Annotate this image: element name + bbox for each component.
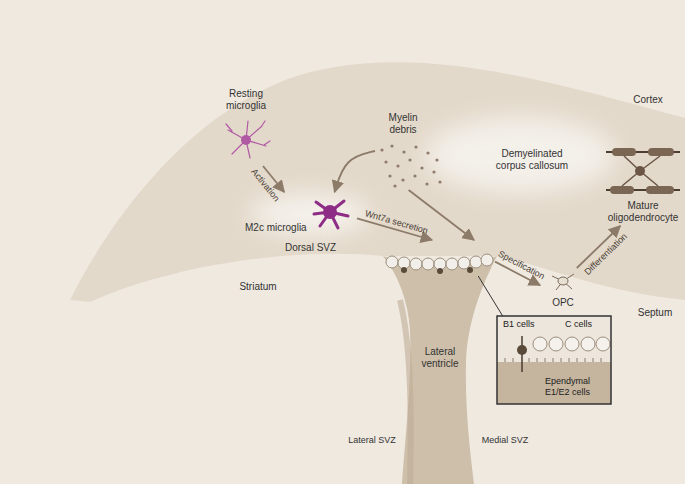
svz-cell bbox=[458, 257, 470, 269]
resting-microglia-cell bbox=[226, 121, 270, 158]
debris-dot bbox=[393, 184, 396, 187]
svz-region: Dorsal SVZ bbox=[285, 240, 495, 276]
oligodendrocyte-body bbox=[635, 166, 645, 176]
region-label: Medial SVZ bbox=[470, 434, 540, 446]
corpus-callosum-band bbox=[70, 62, 685, 302]
cell-label: Myelin debris bbox=[375, 112, 431, 136]
myelin-debris: Myelin debris bbox=[375, 112, 431, 190]
opc-cell: OPC bbox=[540, 268, 586, 311]
opc-body bbox=[558, 277, 568, 285]
svz-cell bbox=[422, 258, 434, 270]
myelin-sheath bbox=[648, 148, 674, 156]
debris-dot bbox=[388, 174, 391, 177]
ependymal-layer bbox=[497, 362, 611, 404]
m2c-microglia-cell bbox=[314, 201, 348, 228]
cilia bbox=[505, 358, 601, 362]
inset-ground bbox=[497, 316, 611, 404]
myelin-debris-dots bbox=[380, 144, 441, 187]
region-label: Striatum bbox=[223, 281, 293, 293]
microglia-process bbox=[226, 121, 270, 158]
region-label: Lateral ventricle bbox=[410, 346, 470, 370]
cell-label: M2c microglia bbox=[245, 222, 317, 234]
opc-process bbox=[552, 274, 574, 290]
region-label: Septum bbox=[625, 307, 685, 319]
debris-dot bbox=[425, 182, 428, 185]
debris-dot bbox=[414, 145, 417, 148]
debris-dot bbox=[380, 148, 383, 151]
leader-line bbox=[478, 276, 503, 316]
cell-label: Dorsal SVZ bbox=[285, 242, 355, 254]
cell-type-label: C cells bbox=[565, 319, 609, 330]
oligodendrocyte-cell bbox=[606, 148, 680, 194]
c-cell bbox=[581, 337, 595, 351]
region-label: Cortex bbox=[618, 94, 678, 106]
svz-inset-art bbox=[497, 316, 611, 404]
microglia-body bbox=[241, 135, 251, 145]
svz-cell bbox=[386, 256, 398, 268]
svz-cell bbox=[410, 258, 422, 270]
debris-dot bbox=[435, 158, 438, 161]
region-label: Demyelinated corpus callosum bbox=[486, 148, 578, 172]
cell-label: Mature oligodendrocyte bbox=[605, 200, 681, 224]
myelin-sheath bbox=[646, 186, 674, 194]
inset-outline bbox=[497, 316, 611, 404]
myelin-sheath bbox=[612, 148, 636, 156]
debris-dot bbox=[384, 160, 387, 163]
c-cell bbox=[549, 337, 563, 351]
debris-dot bbox=[432, 170, 435, 173]
debris-dot bbox=[438, 180, 441, 183]
microglia-cell: M2c microglia bbox=[245, 192, 357, 236]
debris-dot bbox=[402, 150, 405, 153]
svz-cells bbox=[386, 254, 493, 274]
c-cell bbox=[565, 337, 579, 351]
oligodendrocyte-cell: Mature oligodendrocyte bbox=[605, 140, 681, 226]
opc-cell bbox=[552, 274, 574, 290]
debris-dot bbox=[390, 144, 393, 147]
svz-cell bbox=[481, 254, 493, 266]
c-cell bbox=[596, 337, 610, 351]
b1-cell bbox=[467, 267, 473, 273]
cell-type-label: Ependymal E1/E2 cells bbox=[545, 376, 607, 398]
svz-cell bbox=[446, 258, 458, 270]
microglia-body bbox=[323, 205, 337, 219]
b1-body bbox=[517, 345, 527, 355]
c-cell bbox=[533, 337, 547, 351]
microglia-cell: Resting microglia bbox=[212, 88, 280, 166]
microglia-process bbox=[314, 201, 348, 228]
region-label: Lateral SVZ bbox=[337, 434, 407, 446]
debris-dot bbox=[401, 178, 404, 181]
cell-label: OPC bbox=[540, 297, 586, 309]
svz-cell bbox=[470, 256, 482, 268]
b1-cell bbox=[437, 268, 443, 274]
debris-dot bbox=[426, 151, 429, 154]
process-arrow bbox=[335, 151, 375, 192]
myelin-sheath bbox=[610, 186, 634, 194]
debris-dot bbox=[413, 174, 416, 177]
inset-box: B1 cells C cellsEpendymal E1/E2 cells bbox=[497, 316, 611, 404]
demyelination-glow bbox=[425, 117, 615, 193]
debris-dot bbox=[408, 158, 411, 161]
cell-label: Resting microglia bbox=[212, 88, 280, 112]
lateral-ventricle bbox=[383, 256, 497, 484]
b1-cell bbox=[401, 267, 407, 273]
debris-dot bbox=[420, 166, 423, 169]
cell-type-label: B1 cells bbox=[503, 319, 548, 330]
debris-dot bbox=[396, 164, 399, 167]
oligodendrocyte-process bbox=[622, 156, 660, 186]
ventricle-shade bbox=[400, 300, 411, 484]
